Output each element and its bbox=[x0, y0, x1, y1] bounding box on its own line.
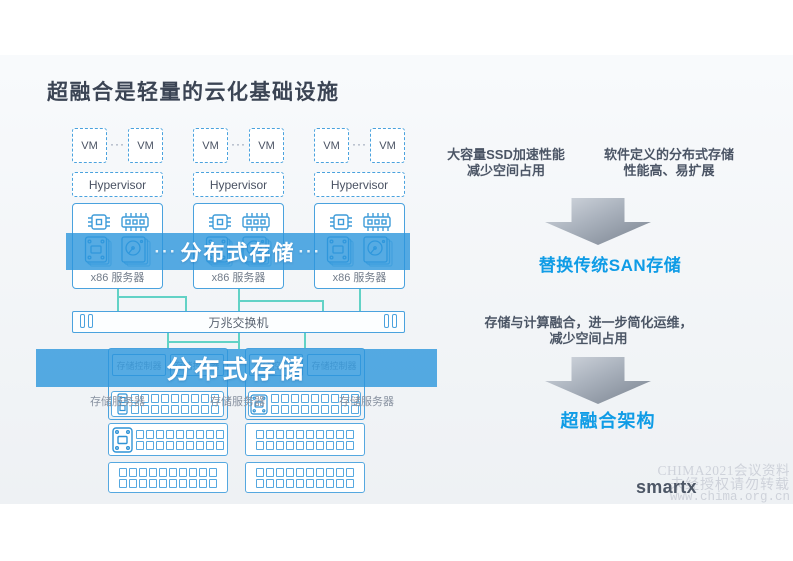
ram-icon bbox=[241, 212, 271, 232]
disk-enclosure bbox=[111, 391, 224, 417]
ellipsis: ··· bbox=[154, 241, 178, 261]
ellipsis: ··· bbox=[298, 241, 322, 261]
network-line bbox=[322, 300, 324, 312]
disk-enclosure bbox=[108, 462, 228, 493]
disk-enclosure bbox=[248, 391, 361, 417]
watermark-line2: 未经授权请勿转载 bbox=[670, 478, 790, 493]
ssd-small-icon bbox=[112, 426, 133, 453]
hypervisor-box: Hypervisor bbox=[193, 172, 284, 197]
ellipsis: ··· bbox=[352, 137, 367, 151]
disk-enclosure bbox=[108, 423, 228, 456]
ram-icon bbox=[362, 212, 392, 232]
disk-slots bbox=[130, 394, 219, 414]
ellipsis: ··· bbox=[231, 137, 246, 151]
server-label: x86 服务器 bbox=[332, 272, 387, 284]
ellipsis: ··· bbox=[110, 137, 125, 151]
vm-label: VM bbox=[323, 139, 340, 152]
switch-port-icon bbox=[384, 314, 397, 328]
vm-box: VM bbox=[314, 128, 349, 163]
watermark-line1: CHIMA2021会议资料 bbox=[657, 463, 790, 478]
network-line bbox=[117, 289, 119, 312]
benefit-text-fusion: 存储与计算融合，进一步简化运维， 减少空间占用 bbox=[466, 315, 711, 347]
vm-label: VM bbox=[137, 139, 154, 152]
ram-icon bbox=[120, 212, 150, 232]
disk-enclosure bbox=[245, 462, 365, 493]
vm-box: VM bbox=[249, 128, 284, 163]
switch-port-icon bbox=[80, 314, 93, 328]
disk-enclosure bbox=[245, 423, 365, 456]
benefit-line: 软件定义的分布式存储 bbox=[603, 147, 734, 162]
storage-server-label: 存储服务器 bbox=[210, 396, 265, 408]
distributed-storage-banner-bottom: 分布式存储 bbox=[36, 349, 437, 387]
conclusion-replace-san: 替换传统SAN存储 bbox=[538, 256, 682, 275]
network-line bbox=[304, 333, 306, 349]
banner-label: 分布式存储 bbox=[166, 356, 307, 384]
switch-bar: 万兆交换机 bbox=[72, 311, 405, 333]
vm-box: VM bbox=[370, 128, 405, 163]
vm-label: VM bbox=[81, 139, 98, 152]
benefit-text-ssd: 大容量SSD加速性能 减少空间占用 bbox=[440, 147, 572, 179]
network-line bbox=[117, 296, 187, 298]
cpu-icon bbox=[86, 211, 112, 233]
watermark-url: www.chima.org.cn bbox=[669, 490, 790, 504]
benefit-text-sds: 软件定义的分布式存储 性能高、易扩展 bbox=[598, 147, 740, 179]
disk-slots bbox=[119, 467, 217, 488]
compute-icons bbox=[194, 210, 283, 234]
benefit-line: 存储与计算融合，进一步简化运维， bbox=[484, 315, 693, 330]
disk-slots bbox=[256, 429, 354, 450]
vm-box: VM bbox=[72, 128, 107, 163]
page-title: 超融合是轻量的云化基础设施 bbox=[47, 81, 340, 104]
server-label: x86 服务器 bbox=[90, 272, 145, 284]
disk-slots bbox=[136, 429, 224, 450]
benefit-line: 性能高、易扩展 bbox=[623, 163, 715, 178]
disk-slots bbox=[256, 467, 354, 488]
distributed-storage-banner-top: ··· 分布式存储 ··· bbox=[66, 233, 410, 270]
vm-box: VM bbox=[193, 128, 228, 163]
vm-label: VM bbox=[258, 139, 275, 152]
compute-icons bbox=[315, 210, 404, 234]
cpu-icon bbox=[328, 211, 354, 233]
vm-label: VM bbox=[202, 139, 219, 152]
benefit-line: 减少空间占用 bbox=[466, 163, 545, 178]
disk-slots bbox=[271, 394, 359, 414]
server-label: x86 服务器 bbox=[211, 272, 266, 284]
network-line bbox=[185, 296, 187, 312]
conclusion-hci: 超融合架构 bbox=[560, 411, 656, 431]
benefit-line: 大容量SSD加速性能 bbox=[447, 147, 565, 162]
disk-small-icon bbox=[116, 393, 128, 415]
hypervisor-box: Hypervisor bbox=[72, 172, 163, 197]
smartx-logo: smartx bbox=[636, 477, 697, 497]
ssd-small-icon bbox=[250, 393, 268, 415]
benefit-line: 减少空间占用 bbox=[549, 331, 628, 346]
network-line bbox=[167, 341, 240, 343]
network-line bbox=[240, 300, 324, 302]
banner-label: 分布式存储 bbox=[180, 241, 296, 265]
vm-box: VM bbox=[128, 128, 163, 163]
cpu-icon bbox=[207, 211, 233, 233]
storage-server-label: 存储服务器 bbox=[90, 396, 145, 408]
compute-icons bbox=[73, 210, 162, 234]
network-line bbox=[238, 289, 240, 312]
network-line bbox=[359, 289, 361, 312]
vm-label: VM bbox=[379, 139, 396, 152]
hypervisor-box: Hypervisor bbox=[314, 172, 405, 197]
storage-server-label: 存储服务器 bbox=[339, 396, 394, 408]
switch-label: 万兆交换机 bbox=[208, 315, 269, 330]
